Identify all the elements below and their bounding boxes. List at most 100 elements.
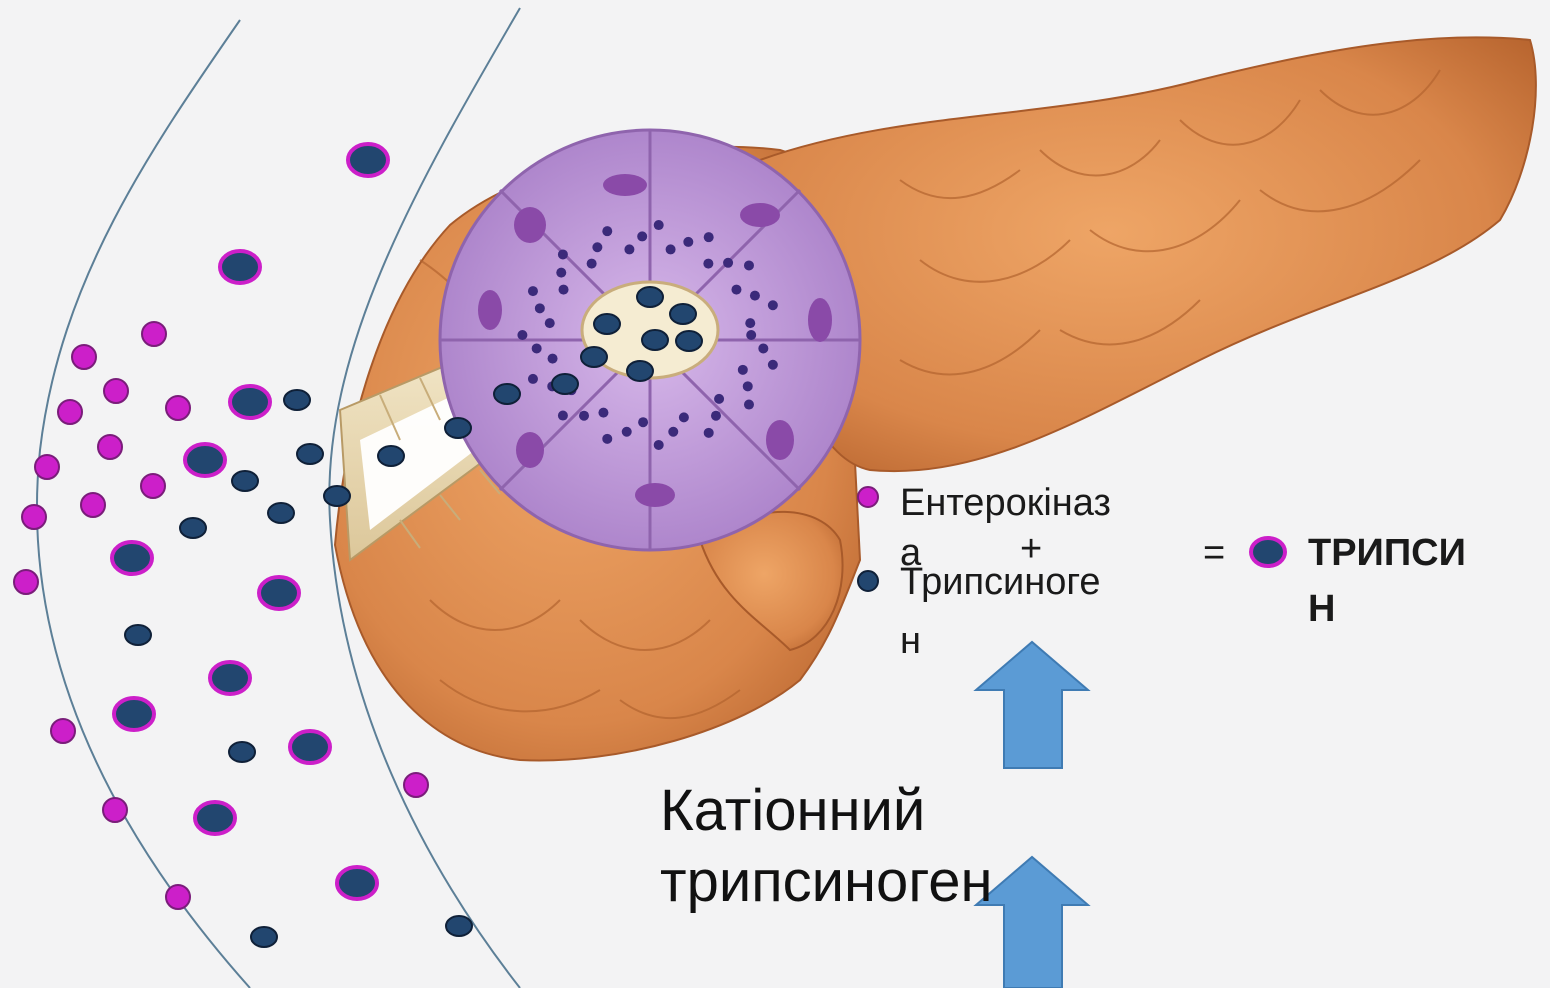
trypsin-dot	[112, 542, 152, 574]
secretory-granule	[666, 244, 676, 254]
secretory-granule	[528, 374, 538, 384]
secretory-granule	[723, 258, 733, 268]
legend-enterokinase-dot	[858, 487, 878, 507]
enterokinase-dot	[51, 719, 75, 743]
trypsin-dot	[195, 802, 235, 834]
secretory-granule	[746, 330, 756, 340]
enterokinase-dot	[81, 493, 105, 517]
trypsin-dot	[185, 444, 225, 476]
trypsin-dot	[230, 386, 270, 418]
secretory-granule	[768, 300, 778, 310]
arrow-up-upper	[976, 642, 1088, 768]
enterokinase-dot	[166, 396, 190, 420]
cationic-line2: трипсиноген	[660, 847, 992, 918]
enterokinase-dot	[103, 798, 127, 822]
enterokinase-dot	[166, 885, 190, 909]
trypsinogen-dot	[676, 331, 702, 351]
equals-sign: =	[1203, 534, 1225, 572]
enterokinase-dot	[404, 773, 428, 797]
trypsin-label-line1: ТРИПСИ	[1308, 534, 1466, 572]
secretory-granule	[558, 411, 568, 421]
trypsin-dot	[348, 144, 388, 176]
enterokinase-dot	[22, 505, 46, 529]
secretory-granule	[602, 226, 612, 236]
trypsinogen-dot	[125, 625, 151, 645]
trypsinogen-dot	[229, 742, 255, 762]
secretory-granule	[745, 318, 755, 328]
trypsinogen-label-line2: н	[900, 622, 921, 660]
trypsin-dot	[210, 662, 250, 694]
legend-trypsin-dot	[1251, 538, 1285, 566]
secretory-granule	[637, 231, 647, 241]
secretory-granule	[602, 434, 612, 444]
secretory-granule	[668, 427, 678, 437]
trypsinogen-dot	[594, 314, 620, 334]
trypsinogen-dot	[324, 486, 350, 506]
secretory-granule	[558, 249, 568, 259]
trypsin-dot	[114, 698, 154, 730]
trypsinogen-label-line1: Трипсиноге	[900, 563, 1101, 601]
secretory-granule	[532, 343, 542, 353]
trypsinogen-dot	[180, 518, 206, 538]
cationic-line1: Катіонний	[660, 776, 992, 847]
enterokinase-dot	[14, 570, 38, 594]
trypsinogen-dot	[251, 927, 277, 947]
secretory-granule	[622, 427, 632, 437]
trypsinogen-dot	[378, 446, 404, 466]
trypsin-dot	[290, 731, 330, 763]
trypsinogen-dot	[446, 916, 472, 936]
secretory-granule	[654, 220, 664, 230]
cationic-trypsinogen-title: Катіонний трипсиноген	[660, 776, 992, 918]
trypsinogen-dot	[627, 361, 653, 381]
secretory-granule	[704, 428, 714, 438]
secretory-granule	[548, 354, 558, 364]
secretory-granule	[768, 360, 778, 370]
trypsin-label-line2: Н	[1308, 590, 1335, 628]
secretory-granule	[743, 381, 753, 391]
secretory-granule	[559, 285, 569, 295]
trypsinogen-dot	[670, 304, 696, 324]
trypsin-dot	[337, 867, 377, 899]
secretory-granule	[731, 285, 741, 295]
secretory-granule	[592, 242, 602, 252]
arrow-up-lower	[976, 857, 1088, 988]
trypsin-dot	[220, 251, 260, 283]
secretory-granule	[545, 318, 555, 328]
trypsinogen-dot	[494, 384, 520, 404]
enterokinase-dot	[142, 322, 166, 346]
secretory-granule	[579, 411, 589, 421]
secretory-granule	[744, 260, 754, 270]
secretory-granule	[738, 365, 748, 375]
secretory-granule	[703, 259, 713, 269]
secretory-granule	[556, 268, 566, 278]
secretory-granule	[535, 303, 545, 313]
secretory-granule	[679, 412, 689, 422]
trypsinogen-dot	[284, 390, 310, 410]
enterokinase-dot	[104, 379, 128, 403]
secretory-granule	[744, 400, 754, 410]
enterokinase-label-line1: Ентерокіназ	[900, 484, 1111, 522]
enterokinase-dot	[35, 455, 59, 479]
secretory-granule	[704, 232, 714, 242]
enterokinase-dot	[141, 474, 165, 498]
secretory-granule	[624, 244, 634, 254]
secretory-granule	[654, 440, 664, 450]
trypsin-dot	[259, 577, 299, 609]
secretory-granule	[750, 291, 760, 301]
duodenum-outer-wall	[37, 20, 250, 988]
enterokinase-dot	[98, 435, 122, 459]
trypsinogen-dot	[268, 503, 294, 523]
trypsinogen-dot	[552, 374, 578, 394]
enterokinase-dot	[58, 400, 82, 424]
secretory-granule	[587, 259, 597, 269]
pancreas-body	[760, 37, 1536, 471]
legend-trypsinogen-dot	[858, 571, 878, 591]
secretory-granule	[711, 411, 721, 421]
secretory-granule	[683, 237, 693, 247]
secretory-granule	[638, 417, 648, 427]
trypsinogen-dot	[581, 347, 607, 367]
secretory-granule	[758, 343, 768, 353]
trypsinogen-dot	[297, 444, 323, 464]
trypsinogen-dot	[637, 287, 663, 307]
enterokinase-dot	[72, 345, 96, 369]
